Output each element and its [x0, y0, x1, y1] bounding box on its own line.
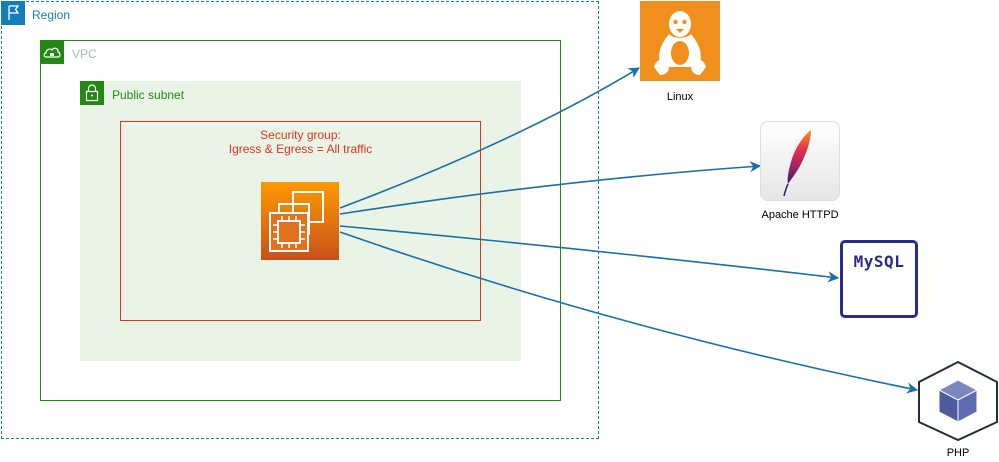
mysql-icon[interactable]: [840, 240, 918, 318]
linux-label: Linux: [666, 91, 694, 103]
feather-icon[interactable]: [760, 121, 840, 201]
arrow-to-php: [339, 231, 919, 394]
cloud-lock-icon: [40, 40, 64, 64]
security-group-title-line1: Security group:: [260, 128, 341, 142]
php-label: PHP: [946, 447, 970, 459]
padlock-icon: [80, 81, 104, 105]
region-boundary: [1, 1, 599, 439]
arrow-to-apache: [339, 161, 762, 215]
security-group-boundary: [120, 121, 481, 321]
ec2-instance-icon[interactable]: [261, 182, 339, 260]
mysql-label: MySQL: [853, 252, 905, 271]
cube-icon[interactable]: [917, 360, 999, 442]
security-group-title-line2: Igress & Egress = All traffic: [228, 142, 373, 156]
security-group-title: Security group: Igress & Egress = All tr…: [120, 128, 481, 156]
subnet-label: Public subnet: [112, 88, 185, 102]
apache-label: Apache HTTPD: [761, 209, 839, 221]
region-flag-icon: [1, 1, 25, 25]
arrow-to-mysql: [339, 225, 840, 283]
region-label: Region: [32, 8, 71, 22]
arrow-to-linux: [339, 67, 640, 209]
vpc-label: VPC: [72, 47, 97, 61]
tux-penguin-icon[interactable]: [640, 1, 720, 81]
vpc-boundary: [40, 40, 561, 401]
